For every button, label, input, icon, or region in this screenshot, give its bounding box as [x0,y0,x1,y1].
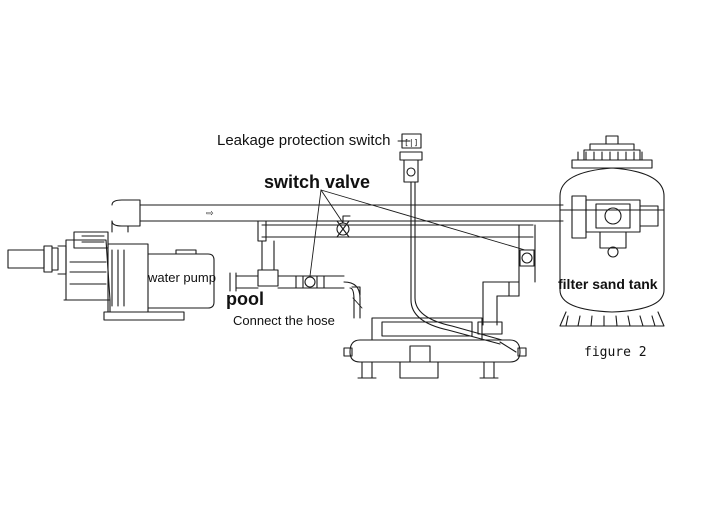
label-pointers [309,140,526,309]
switch-panel-icon: [|] [404,138,418,147]
figure-caption: figure 2 [584,345,647,360]
pool-branch-pipe [229,220,534,319]
switch-valve-main [336,215,351,238]
water-pump [7,231,215,321]
label-filter-sand-tank: filter sand tank [558,276,658,292]
inline-treatment-unit [343,317,527,379]
label-leakage-protection-switch: Leakage protection switch [217,132,391,149]
label-switch-valve: switch valve [264,172,371,192]
filter-sand-tank [559,135,665,327]
main-pipe: ⇨ [111,199,564,233]
return-pipe [477,224,536,353]
label-water-pump: water pump [148,270,216,285]
label-pool: pool [226,289,264,309]
label-connect-hose: Connect the hose [233,313,335,328]
flow-arrow-icon: ⇨ [206,209,214,219]
switch-valve-tank [519,249,535,267]
switch-valve-pool [295,275,325,289]
